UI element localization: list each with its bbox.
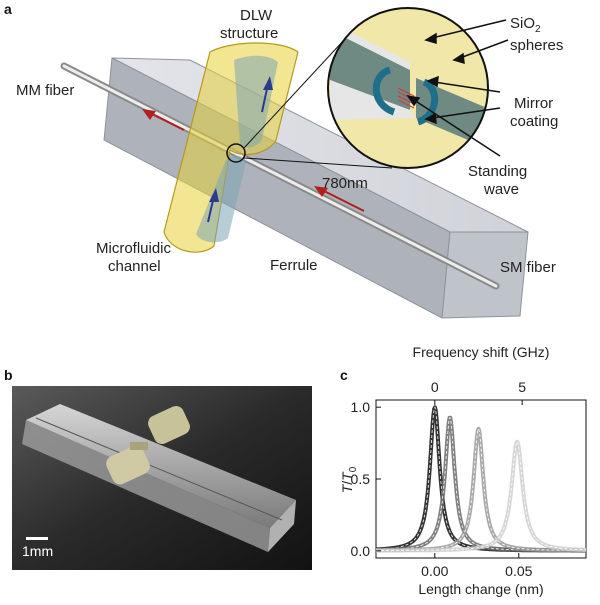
dlw-label-line2: structure <box>220 25 278 42</box>
sio2-label: SiO2 <box>510 15 541 35</box>
xtick-label: 0.00 <box>421 563 448 579</box>
zoom-circle-border <box>327 7 489 169</box>
chart-xlabel: Length change (nm) <box>418 581 543 597</box>
laser-arrows <box>142 109 365 212</box>
top-tick-label: 0 <box>431 379 439 395</box>
chart-frame <box>375 399 587 559</box>
zoom-marker <box>226 143 246 163</box>
series-0-fit <box>376 406 586 551</box>
chart-ticks-group: 0.00 0.05 0.0 0.5 1.0 0 5 <box>351 379 533 579</box>
microfluidic-label-line2: channel <box>108 258 161 275</box>
chart-ylabel: T/T0 <box>339 466 359 493</box>
optical-fiber <box>60 62 500 290</box>
standing-label-line1: Standing <box>468 163 527 180</box>
chart-top-xlabel: Frequency shift (GHz) <box>413 344 550 360</box>
mm-fiber-label: MM fiber <box>16 82 74 99</box>
mirror-label-line2: coating <box>510 113 558 130</box>
standing-label-line2: wave <box>483 181 519 198</box>
xtick-label: 0.05 <box>505 563 532 579</box>
ytick-label: 0.5 <box>351 471 371 487</box>
dlw-label-line1: DLW <box>240 7 273 24</box>
wavelength-label: 780nm <box>322 175 368 192</box>
panel-b-label: b <box>4 367 13 383</box>
sm-fiber-label: SM fiber <box>500 259 556 276</box>
zoom-leader-top <box>243 39 345 149</box>
chart-series-group <box>374 405 588 553</box>
series-3-fit <box>376 441 586 551</box>
panel-a-label: a <box>4 1 12 17</box>
ferrule-label: Ferrule <box>270 257 318 274</box>
zoom-arrows <box>406 19 509 157</box>
zoom-leader-bottom <box>243 157 393 169</box>
ytick-label: 0.0 <box>351 543 371 559</box>
series-2-data <box>374 426 588 553</box>
scale-bar-label: 1mm <box>22 543 53 559</box>
mirror-label-line1: Mirror <box>514 95 553 112</box>
spheres-label: spheres <box>510 37 563 54</box>
panel-c-label: c <box>340 367 348 383</box>
photo-device: 1mm <box>12 386 312 570</box>
zoom-inset <box>328 8 488 168</box>
dlw-structure <box>163 42 299 253</box>
series-0-data <box>374 405 588 553</box>
top-tick-label: 5 <box>518 379 526 395</box>
microfluidic-label-line1: Microfluidic <box>96 240 172 257</box>
ytick-label: 1.0 <box>351 399 371 415</box>
resonance-chart: 0.00 0.05 0.0 0.5 1.0 0 5 Frequency shift (GHz… <box>339 344 588 597</box>
